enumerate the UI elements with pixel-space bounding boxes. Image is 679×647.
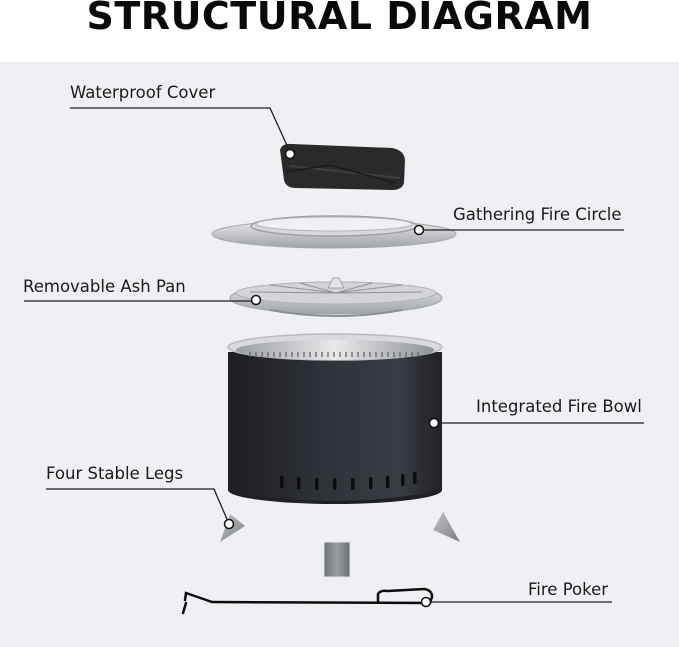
leader-line-waterproof-cover [70, 107, 291, 153]
label-gathering-fire-circle: Gathering Fire Circle [453, 205, 622, 224]
label-removable-ash-pan: Removable Ash Pan [23, 277, 186, 296]
callout-dot-fire-poker [420, 596, 432, 608]
four-stable-legs-illustration [220, 512, 460, 578]
label-integrated-fire-bowl: Integrated Fire Bowl [476, 397, 642, 416]
callout-dot-waterproof-cover [284, 148, 296, 160]
leader-line-four-stable-legs [46, 488, 230, 525]
callout-dot-removable-ash-pan [250, 294, 262, 306]
callout-dot-four-stable-legs [223, 518, 235, 530]
callout-dots [223, 148, 440, 608]
label-fire-poker: Fire Poker [528, 580, 609, 599]
gathering-fire-circle-illustration [211, 215, 457, 249]
diagram-title: STRUCTURAL DIAGRAM [86, 0, 593, 38]
integrated-fire-bowl-illustration [227, 333, 443, 504]
callout-dot-gathering-fire-circle [413, 224, 425, 236]
label-four-stable-legs: Four Stable Legs [46, 464, 184, 483]
callout-dot-integrated-fire-bowl [428, 417, 440, 429]
waterproof-cover-illustration [280, 143, 405, 190]
fire-poker-illustration [181, 587, 434, 615]
leader-lines [24, 107, 644, 603]
label-waterproof-cover: Waterproof Cover [70, 83, 216, 102]
removable-ash-pan-illustration [229, 277, 443, 317]
title-band: STRUCTURAL DIAGRAM [0, 0, 679, 62]
